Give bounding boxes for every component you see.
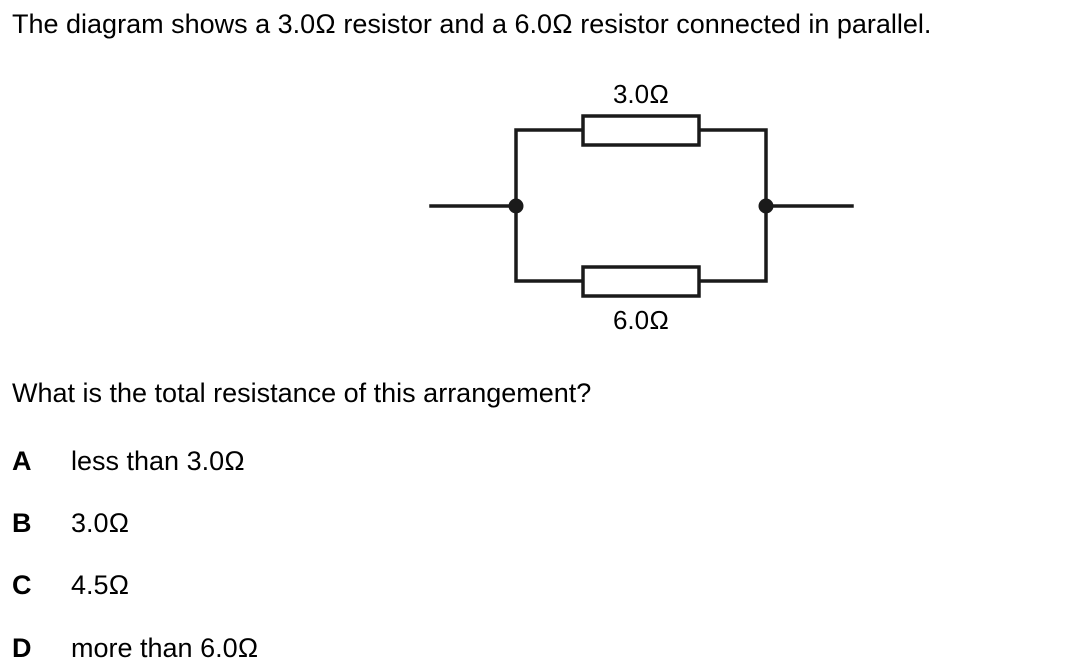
bottom-branch-right-wire (697, 204, 768, 283)
bottom-resistor-label: 6.0Ω (612, 305, 670, 335)
top-resistor-label: 3.0Ω (612, 79, 670, 109)
option-text: 3.0Ω (71, 508, 130, 538)
option-text: 4.5Ω (71, 570, 130, 600)
bottom-branch-left-wire (514, 204, 585, 283)
top-branch-right-wire (697, 128, 768, 208)
option-letter: B (12, 508, 32, 538)
option-letter: A (12, 446, 32, 476)
option-letter: D (12, 633, 32, 663)
option-text: more than 6.0Ω (71, 633, 259, 663)
option-text: less than 3.0Ω (71, 446, 245, 476)
bottom-resistor (581, 265, 701, 298)
question-text: What is the total resistance of this arr… (12, 378, 592, 408)
right-junction-dot (758, 198, 774, 214)
left-junction-dot (508, 198, 524, 214)
option-letter: C (12, 570, 32, 600)
top-resistor (581, 114, 701, 147)
intro-text: The diagram shows a 3.0Ω resistor and a … (12, 9, 932, 39)
top-branch-left-wire (514, 128, 585, 208)
